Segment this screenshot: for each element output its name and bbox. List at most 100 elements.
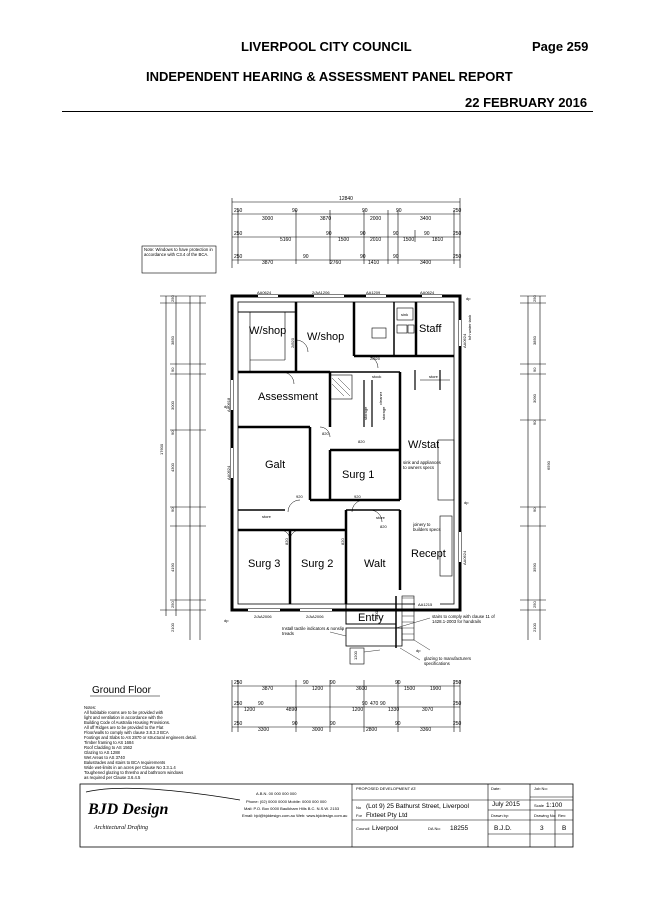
building-walls [230,294,462,665]
dim-text: 90 [396,208,402,214]
annotation-dp-4: dp [416,648,421,653]
dim-text: 250 [453,254,462,260]
note-line: Wet Areas to AS 3740 [84,755,126,760]
council-name: LIVERPOOL CITY COUNCIL [241,39,412,54]
door-width-labels: 2/820 2/820 820 820 920 920 820 820 820 [284,337,387,545]
glazing-fo: glazing to manufacturers specifications [424,656,471,666]
joinery-fo: joinery to builders specs [413,522,441,533]
dim-text: 2100 [532,622,537,632]
dim-text: 4890 [286,707,297,713]
dim-text: 1330 [388,707,399,713]
dim-text: 250 [453,231,462,237]
rev-label: Rev: [558,813,566,818]
dim-text: 1200 [352,707,363,713]
window-label: AA0624 [462,550,467,565]
report-date: 22 FEBRUARY 2016 [465,95,588,110]
dim-text: 3870 [320,216,331,222]
title-block-labels: PROPOSED DEVELOPMENT AT: No For Council … [356,786,566,831]
mail-line: Mail: P.O. Box 0000 Baulkham Hills B.C. … [244,806,340,811]
dim-text: 90 [292,208,298,214]
dim-text: 1500 [338,237,349,243]
room-recept: Recept [411,548,446,560]
dim-text: 90 [330,680,336,686]
proposed-label: PROPOSED DEVELOPMENT AT: [356,786,416,791]
dim-text: 3360 [420,727,431,733]
dimension-texts: 12840 250 3000 90 3870 90 2000 90 3400 2… [234,196,462,733]
dim-text: 3590 [532,562,537,572]
dim-text: 250 [453,208,462,214]
dim-text: 3870 [262,260,273,266]
dim-text: 3300 [258,727,269,733]
room-surg-3: Surg 3 [248,558,280,570]
door-width: 920 [354,494,361,499]
window-label: 2/AA2006 [254,614,272,619]
dim-text: 1200 [244,707,255,713]
client-prefix: For [356,813,363,818]
note-line: All habitable rooms are to be provided w… [84,710,164,715]
note-line: as required per Clause 3.6.4.5 [84,775,141,780]
dim-text: 250 [453,680,462,686]
dim-text: 2010 [370,237,381,243]
door-width: 820 [358,439,365,444]
door-width: 2/820 [290,337,295,348]
window-label: AA1209 [366,290,381,295]
rev-value: B [562,825,566,832]
label-joinery: joinery to builders specs [413,522,441,533]
dim-text: 90 [303,680,309,686]
window-label: 2/AA1206 [312,290,330,295]
scale-value: 1:100 [546,802,563,809]
note-line: Notes: [84,705,96,710]
stairs-fo: stairs to comply with clause 11 of 1428.… [432,614,495,625]
drawing-title: Ground Floor [92,685,152,696]
dim-text: 1410 [368,260,379,266]
window-label: AA0618 [226,397,231,412]
dim-text: 90 [258,701,264,707]
dim-text: 90 [303,254,309,260]
dim-text: 90 [170,507,175,512]
window-label: AA0624 [257,290,272,295]
window-labels: AA0624 2/AA1206 AA1209 AA0624 AA0618 AA0… [226,290,467,619]
room-entry: Entry [358,612,384,624]
dim-text: 90 [393,254,399,260]
windows-note-box [141,245,217,274]
annotation-stairs: stairs to comply with clause 11 of 1428.… [432,614,495,625]
job-label: Job No: [534,786,548,791]
dim-text: 90 [380,701,386,707]
dim-text: 2760 [330,260,341,266]
dim-text: 3070 [422,707,433,713]
date-label: Date: [491,786,501,791]
note-line: Balustrades and stairs to BCA requiremen… [84,760,165,765]
dim-text: 90 [170,430,175,435]
door-width: 2/820 [370,356,381,361]
title-block-values: (Lot 9) 25 Bathurst Street, Liverpool Fl… [366,801,566,832]
note-line: Floor/walls to comply with clause 3.8.3.… [84,730,169,735]
da-value: 18255 [450,825,468,832]
dim-text: 250 [234,208,243,214]
room-surg-2: Surg 2 [301,558,333,570]
note-line: Footings and Slabs to AS 2870 or structu… [84,735,197,740]
annotation-dp: dp [224,404,229,409]
dim-text: 2000 [370,216,381,222]
note-line: Building Code of Australia Housing Provi… [84,720,170,725]
door-width: 820 [284,538,289,545]
note-line: Timber framing to AS 1684 [84,740,134,745]
client-value: Flxteet Pty Ltd [366,812,408,819]
room-walt: Walt [364,558,386,570]
drawn-label: Drawn by: [491,813,509,818]
note-line: All off Ridges are to be provided to the… [84,725,164,730]
dim-text: 90 [362,701,368,707]
dim-text: 1900 [430,686,441,692]
dim-text: 4300 [170,462,175,472]
dim-text: 250 [532,295,537,302]
windows-note-fo: Note: Windows to have protection in acco… [144,247,213,257]
dim-text: 3000 [312,727,323,733]
room-wshop-1: W/shop [249,325,286,337]
annotation-dp-3: dp [464,500,469,505]
phone-line: Phone: (02) 0000 0000 Mobile: 0000 000 0… [246,799,327,804]
dim-text: 2800 [366,727,377,733]
room-wshop-2: W/shop [307,331,344,343]
room-labels: W/shop W/shop Staff Assessment W/stat Ga… [248,323,446,624]
window-label: AA1215 [418,602,433,607]
dim-text: 250 [234,701,243,707]
